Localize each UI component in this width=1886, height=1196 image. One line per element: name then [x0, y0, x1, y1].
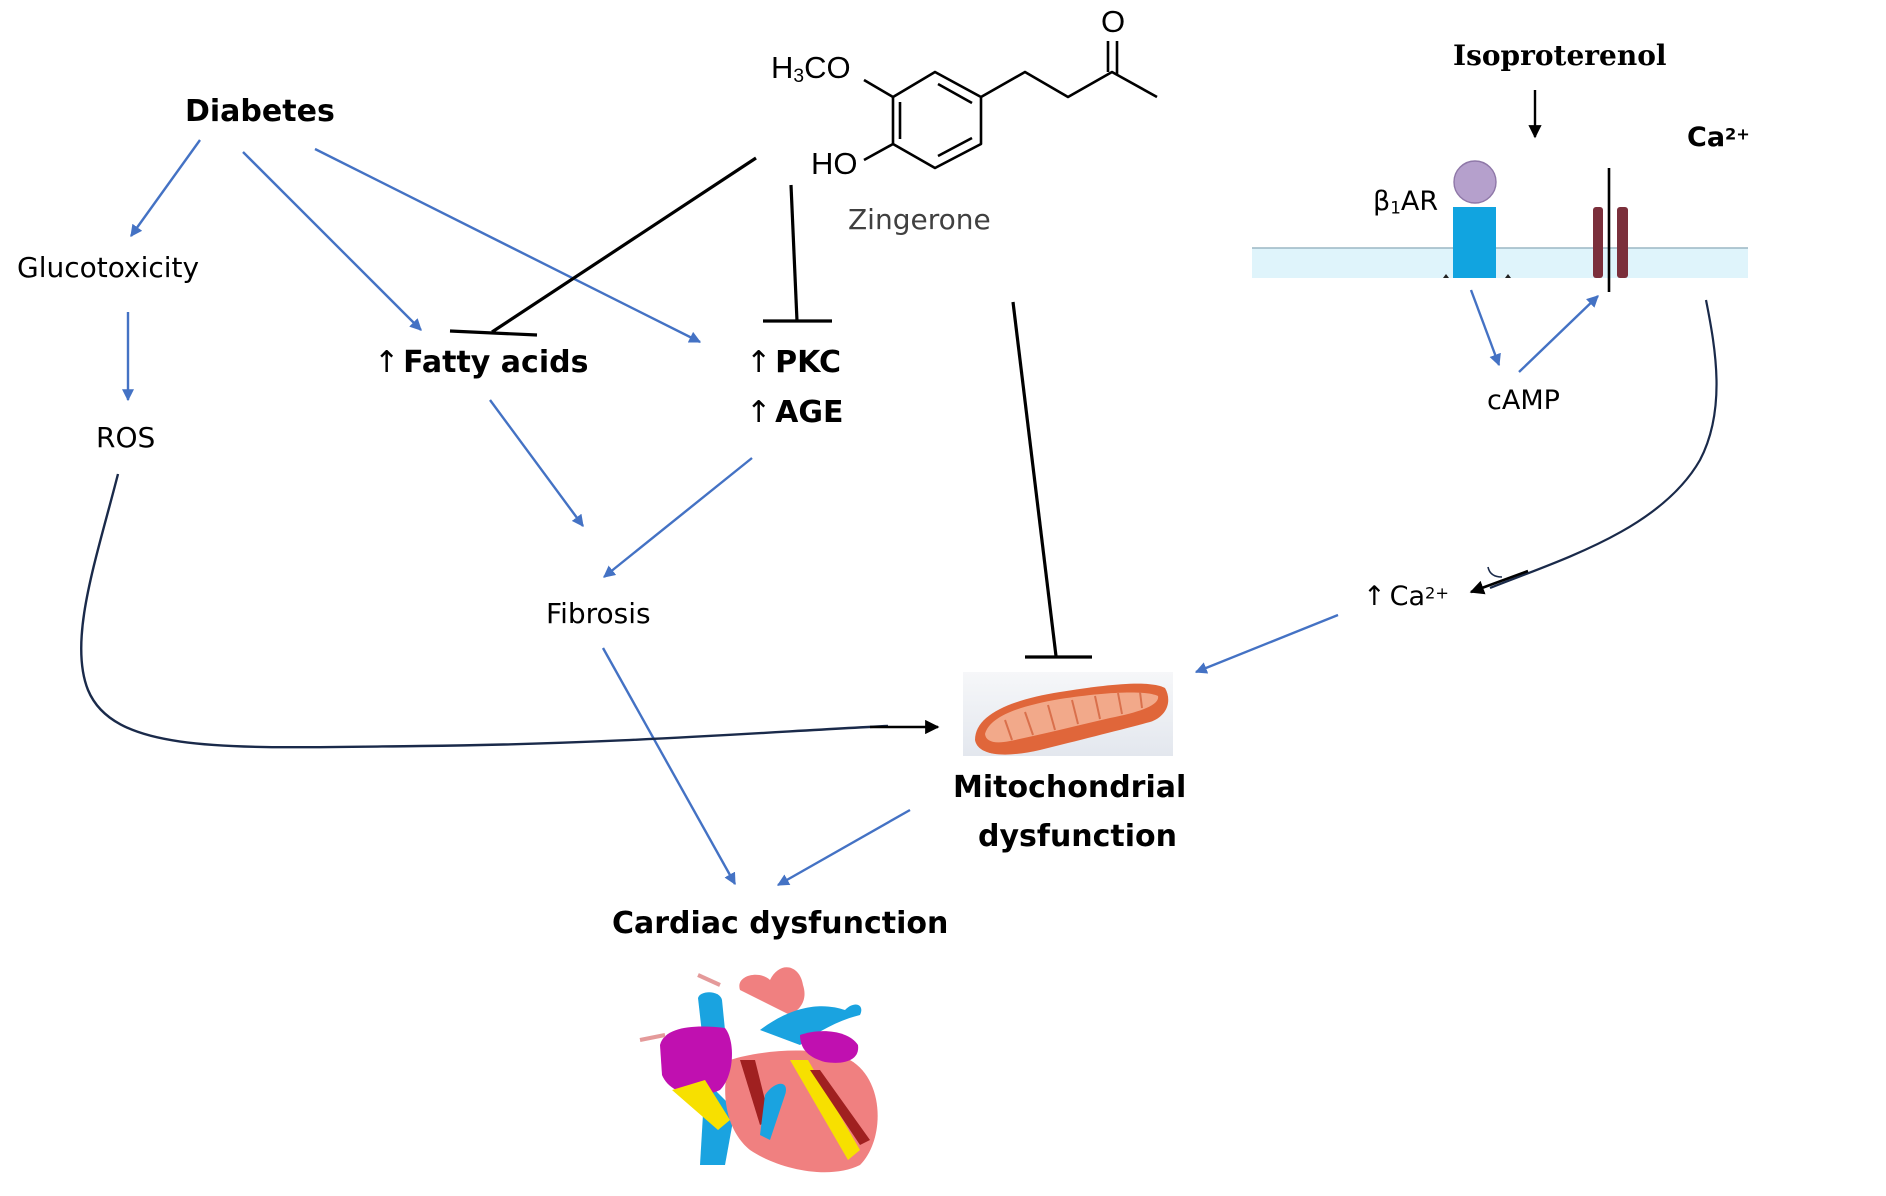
curve-channel-to-ca [1489, 299, 1718, 590]
inhibition-zingerone-to-pkc-line [789, 184, 799, 322]
node-age: ↑AGE [746, 398, 843, 428]
arrow-camp-to-channel [1518, 295, 1599, 373]
zingerone-name: Zingerone [848, 203, 991, 236]
pkc-label: PKC [775, 345, 842, 380]
node-ros: ROS [96, 421, 156, 454]
inhibition-zingerone-to-fatty-acids-line [491, 156, 757, 334]
node-fibrosis: Fibrosis [546, 597, 651, 630]
increase-arrow-icon: ↑ [374, 345, 400, 380]
node-diabetes: Diabetes [185, 94, 335, 129]
curve-ros-to-mito [79, 473, 889, 749]
h3co-h: H [771, 50, 794, 85]
ca-channel-label: Ca [1687, 122, 1726, 153]
inhibition-fatty-acids-bar [449, 329, 538, 337]
cell-membrane [1252, 247, 1748, 278]
arrow-fatty-acids-to-fibrosis [489, 399, 584, 527]
inhibition-zingerone-to-mito-line [1011, 301, 1058, 657]
zingerone-carbonyl-o: O [1101, 4, 1126, 39]
arrow-diabetes-to-fatty-acids [242, 151, 422, 331]
arrow-channel-to-ca-head [1469, 569, 1529, 595]
arrow-receptor-to-camp [1469, 289, 1501, 367]
increase-arrow-icon: ↑ [746, 345, 772, 380]
node-mito-line1: Mitochondrial [953, 770, 1187, 805]
arrow-age-to-fibrosis [603, 457, 753, 578]
arrow-ca-to-mito [1194, 613, 1339, 674]
arrow-fibrosis-to-cardiac [601, 647, 737, 886]
beta1ar-sub: 1 [1390, 197, 1401, 218]
beta1ar-prefix: β [1373, 186, 1391, 217]
beta1ar-suffix: AR [1400, 186, 1439, 217]
node-glucotoxicity: Glucotoxicity [17, 251, 200, 284]
node-fatty-acids: ↑Fatty acids [374, 348, 588, 378]
node-cardiac-dysfunction: Cardiac dysfunction [612, 906, 949, 941]
node-mito-line2: dysfunction [978, 819, 1178, 854]
mitochondrion-image [963, 672, 1173, 756]
node-pkc: ↑PKC [746, 348, 841, 378]
increase-arrow-icon: ↑ [1363, 581, 1386, 612]
node-isoproterenol: Isoproterenol [1453, 39, 1667, 72]
h3co-sub: 3 [793, 65, 805, 87]
h3co-rest: CO [804, 50, 851, 85]
ca-channel-charge: 2+ [1725, 124, 1750, 144]
node-beta1ar: β1AR [1373, 188, 1438, 216]
age-label: AGE [775, 395, 844, 430]
zingerone-ho: HO [811, 146, 858, 181]
beta1-receptor [1443, 160, 1511, 278]
ca-increase-label: Ca [1389, 581, 1426, 612]
calcium-channel [1593, 168, 1628, 292]
ca-increase-charge: 2+ [1425, 583, 1449, 603]
zingerone-structure [863, 41, 1158, 170]
arrow-mito-to-cardiac [776, 808, 911, 887]
node-ca-channel: Ca2+ [1687, 124, 1750, 151]
arrow-diabetes-to-glucotoxicity [130, 139, 201, 237]
node-camp: cAMP [1487, 385, 1560, 416]
increase-arrow-icon: ↑ [746, 395, 772, 430]
curve-hook [1487, 566, 1503, 578]
heart-image [639, 967, 878, 1173]
arrow-diabetes-to-pkc [314, 147, 702, 344]
node-ca-increase: ↑Ca2+ [1363, 583, 1449, 610]
zingerone-h3co: H3CO [771, 52, 851, 86]
fatty-acids-label: Fatty acids [403, 345, 589, 380]
